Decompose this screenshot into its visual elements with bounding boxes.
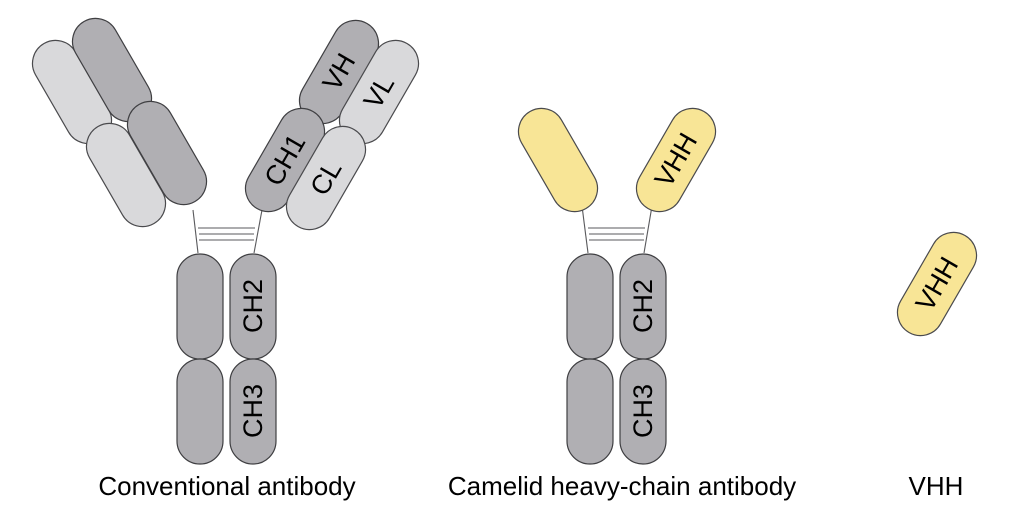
ch3-domain: CH3 (229, 358, 277, 465)
cl-domain: CL (285, 125, 367, 231)
camelid-ch3-domain: CH3 (619, 358, 667, 465)
camelid-hinge (581, 205, 653, 254)
conventional-hinge (192, 209, 263, 254)
ch2-domain: CH2 (229, 253, 277, 360)
conventional-left-arm (31, 17, 208, 228)
conventional-antibody: VH VL CH1 CL CH2 (31, 17, 420, 501)
camelid-vhh-domain: VHH (635, 107, 717, 213)
conventional-antibody-caption: Conventional antibody (98, 471, 355, 501)
standalone-vhh-domain: VHH (896, 231, 978, 337)
camelid-left-ch3-domain (566, 358, 614, 465)
camelid-ch2-domain: CH2 (619, 253, 667, 360)
left-ch3-domain (176, 358, 224, 465)
conventional-right-arm: VH VL CH1 CL (244, 19, 420, 231)
conventional-fc: CH2 CH3 (176, 253, 277, 465)
vl-domain: VL (338, 39, 420, 145)
camelid-antibody: VHH CH2 CH3 Camelid heavy-chain antibody (448, 107, 796, 501)
left-ch1-domain (126, 100, 208, 206)
vhh-fragment: VHH VHH (896, 231, 978, 501)
left-ch2-domain (176, 253, 224, 360)
camelid-ch2-label: CH2 (628, 279, 658, 333)
camelid-left-ch2-domain (566, 253, 614, 360)
ch2-label: CH2 (238, 279, 268, 333)
camelid-left-vhh-domain (517, 107, 599, 213)
camelid-antibody-caption: Camelid heavy-chain antibody (448, 471, 796, 501)
camelid-fc: CH2 CH3 (566, 253, 667, 465)
ch3-label: CH3 (238, 384, 268, 438)
camelid-ch3-label: CH3 (628, 384, 658, 438)
vhh-caption: VHH (909, 471, 964, 501)
